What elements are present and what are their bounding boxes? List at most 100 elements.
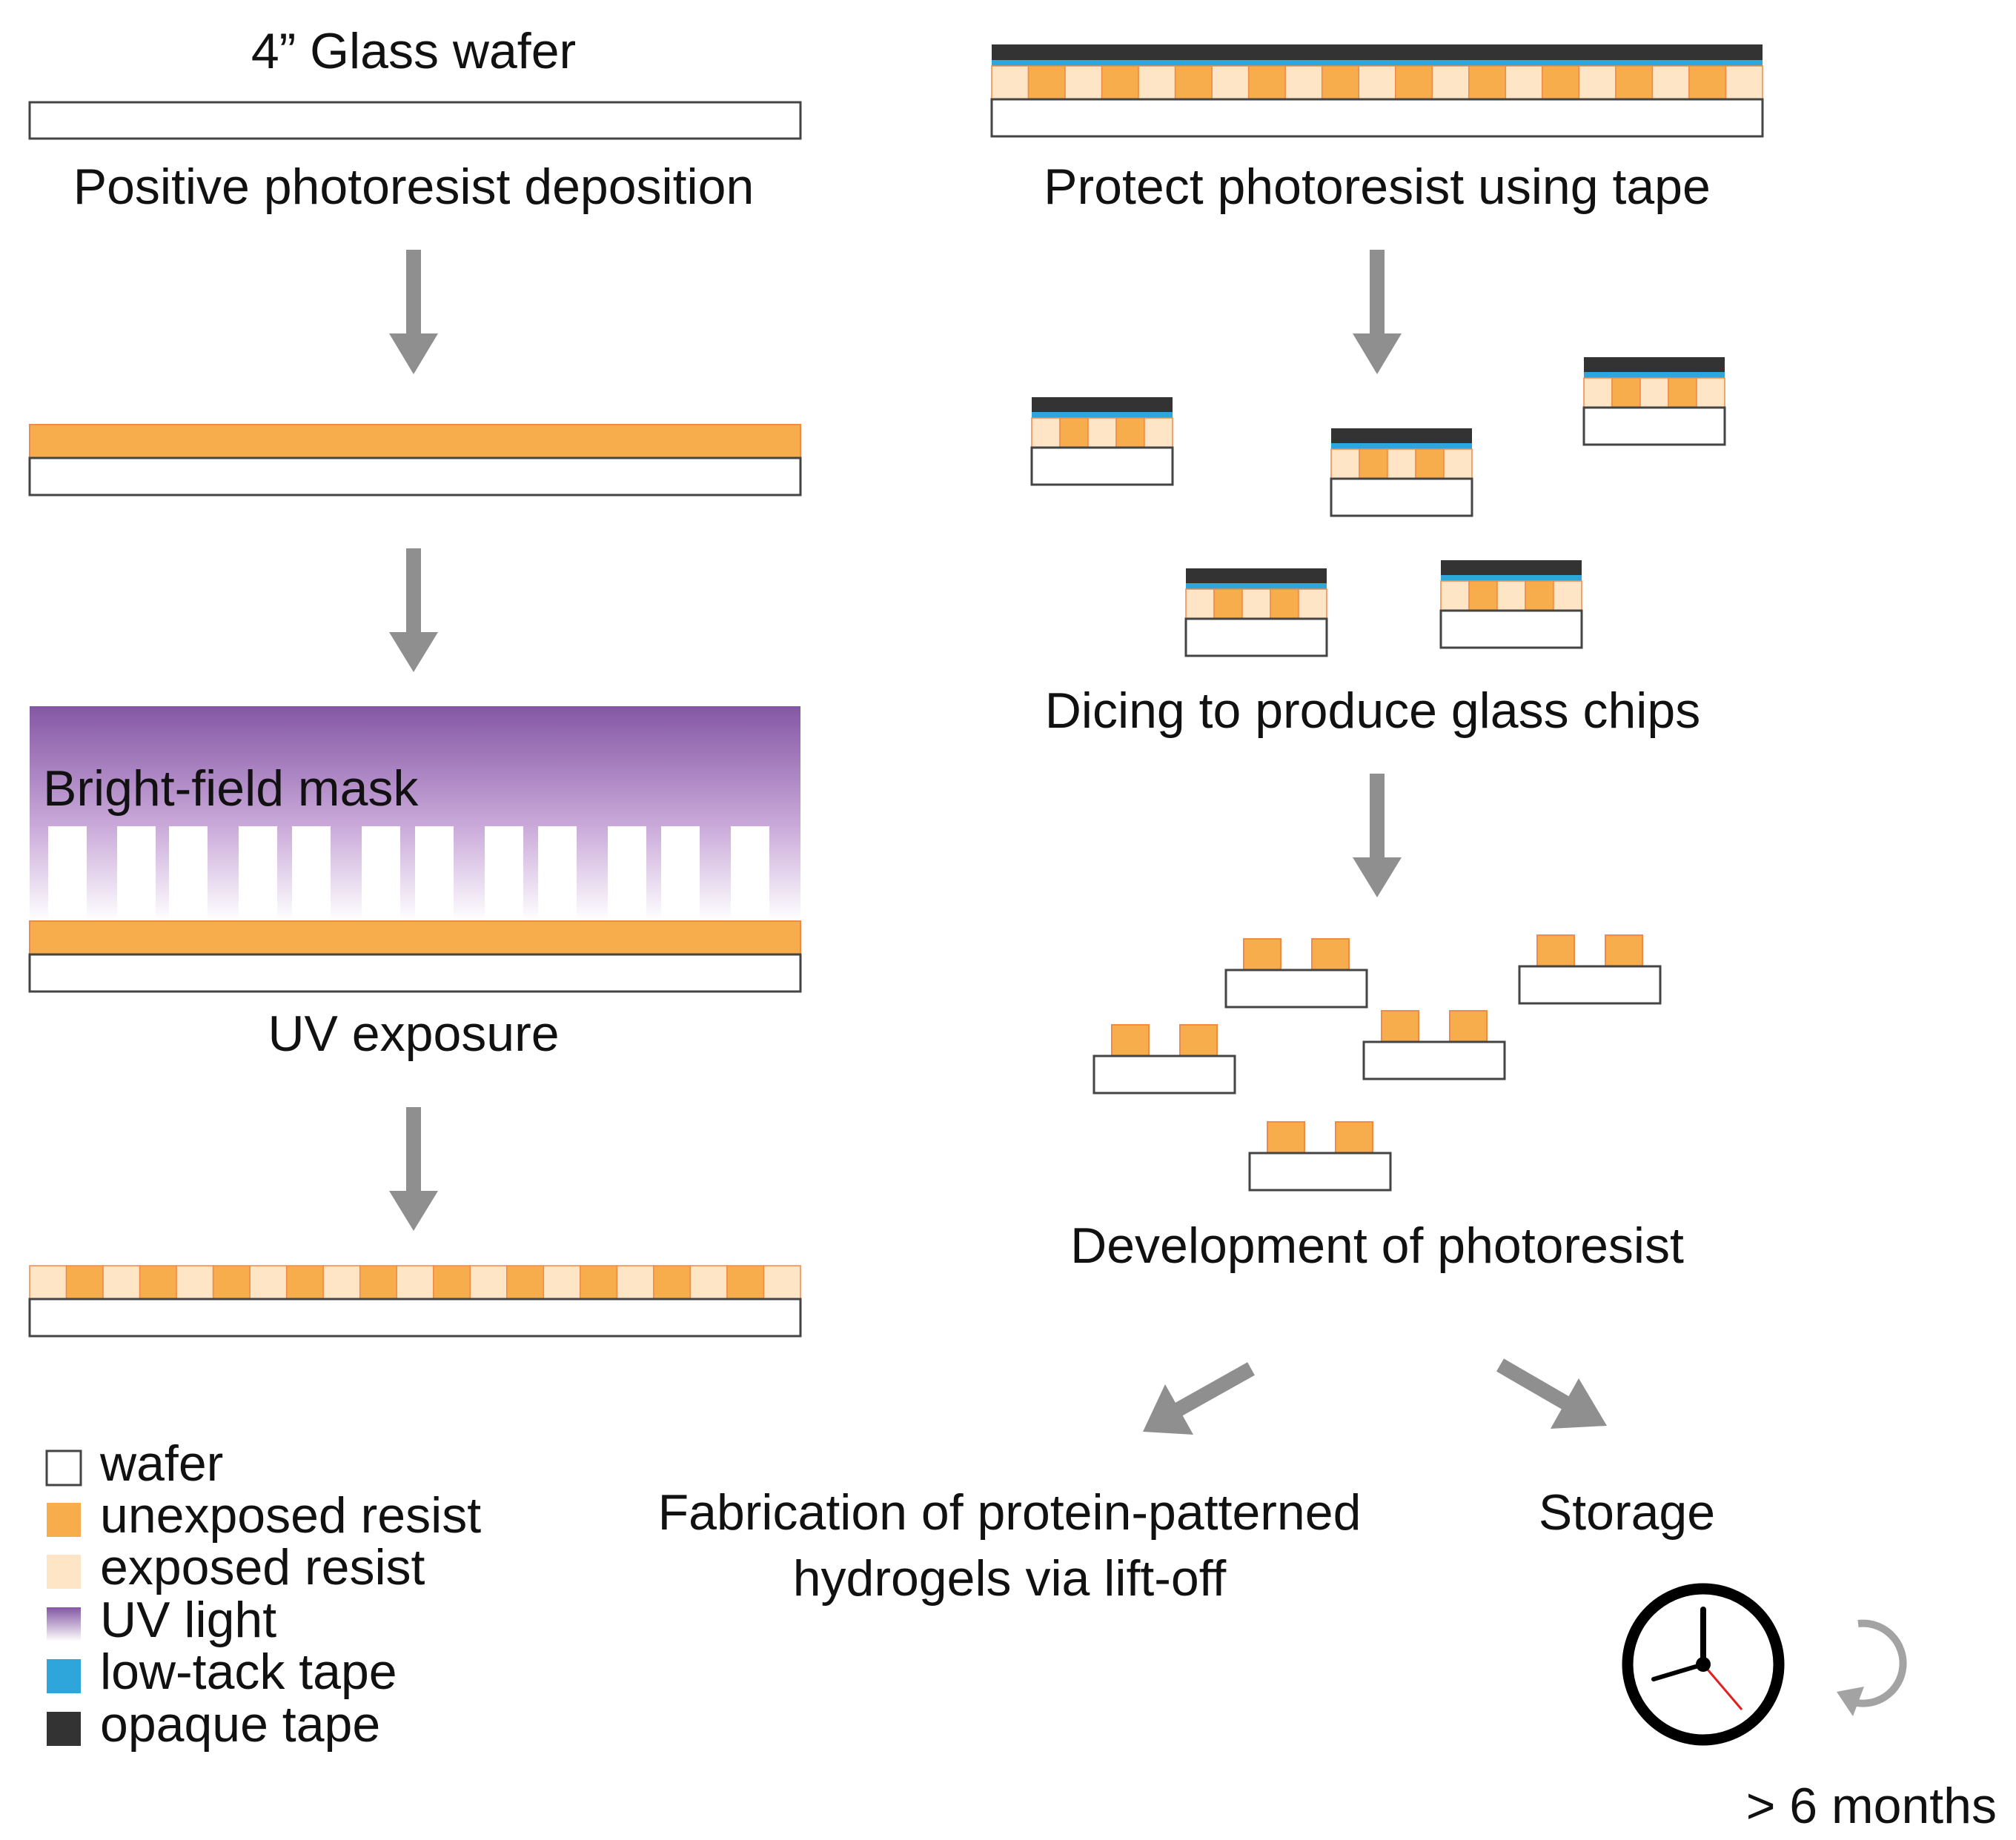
exposed-resist-segment bbox=[1211, 65, 1250, 100]
exposed-resist-segment bbox=[543, 1265, 581, 1300]
unexposed-resist-segment bbox=[359, 1265, 397, 1300]
exposed-resist-segment bbox=[1725, 65, 1763, 100]
legend-label: UV light bbox=[100, 1592, 276, 1648]
mask-slit bbox=[731, 826, 769, 917]
exposed-resist-segment bbox=[1387, 448, 1416, 479]
resist-feature bbox=[1449, 1010, 1488, 1043]
down-arrow-icon bbox=[1353, 250, 1402, 374]
wafer bbox=[28, 953, 802, 993]
protect-label: Protect photoresist using tape bbox=[1044, 159, 1711, 215]
clock-icon bbox=[1622, 1583, 1785, 1746]
unexposed-resist-segment bbox=[1115, 417, 1145, 448]
mask-slit bbox=[362, 826, 400, 917]
down-arrow-icon bbox=[389, 548, 438, 672]
bright-field-mask bbox=[48, 826, 769, 917]
mask-label: Bright-field mask bbox=[43, 760, 419, 817]
chip-wafer bbox=[1439, 609, 1583, 649]
unexposed-resist-segment bbox=[1213, 588, 1243, 620]
unexposed-resist-segment bbox=[1468, 580, 1498, 611]
fabrication-label-line2: hydrogels via lift-off bbox=[793, 1550, 1227, 1607]
photoresist-deposition-label: Positive photoresist deposition bbox=[73, 159, 755, 215]
unexposed-resist-segment bbox=[1688, 65, 1727, 100]
dicing-label: Dicing to produce glass chips bbox=[1045, 682, 1700, 739]
resist-feature bbox=[1335, 1121, 1373, 1154]
unexposed-resist-segment bbox=[1611, 377, 1641, 408]
exposed-resist-segment bbox=[1696, 377, 1725, 408]
low-tack-tape bbox=[1186, 583, 1327, 589]
down-arrow-icon bbox=[389, 1107, 438, 1231]
exposed-resist-segment bbox=[1031, 417, 1061, 448]
mask-slit bbox=[661, 826, 700, 917]
unexposed-resist-segment bbox=[1468, 65, 1507, 100]
exposed-resist-segment bbox=[1087, 417, 1117, 448]
unexposed-resist-segment bbox=[1542, 65, 1580, 100]
unexposed-resist-segment bbox=[1027, 65, 1066, 100]
chip-wafer bbox=[1248, 1152, 1392, 1192]
exposed-resist-segment bbox=[1431, 65, 1470, 100]
exposed-resist-segment bbox=[1496, 580, 1526, 611]
mask-slit bbox=[415, 826, 454, 917]
unexposed-resist-segment bbox=[1321, 65, 1359, 100]
down-arrow-icon bbox=[389, 250, 438, 374]
legend-label: unexposed resist bbox=[100, 1487, 481, 1544]
low-tack-tape bbox=[1441, 575, 1582, 581]
storage-label: Storage bbox=[1539, 1484, 1715, 1541]
chip-wafer bbox=[1224, 969, 1368, 1009]
legend-label: low-tack tape bbox=[100, 1644, 397, 1700]
mask-slit bbox=[538, 826, 577, 917]
mask-slit bbox=[169, 826, 208, 917]
exposed-resist-segment bbox=[29, 1265, 67, 1300]
chip-wafer bbox=[1582, 406, 1726, 446]
unexposed-resist-segment bbox=[285, 1265, 324, 1300]
low-tack-tape bbox=[992, 60, 1763, 66]
opaque-tape bbox=[992, 44, 1763, 60]
exposed-resist-segment bbox=[1298, 588, 1327, 620]
unexposed-resist-segment bbox=[1359, 448, 1388, 479]
mask-slit bbox=[239, 826, 277, 917]
unexposed-resist-segment bbox=[1415, 448, 1445, 479]
exposed-resist-segment bbox=[1358, 65, 1396, 100]
unexposed-resist-segment bbox=[506, 1265, 545, 1300]
chip-wafer bbox=[1184, 617, 1328, 657]
chip-wafer bbox=[1092, 1054, 1236, 1095]
exposed-resist-segment bbox=[1505, 65, 1543, 100]
exposed-resist-segment bbox=[1241, 588, 1271, 620]
unexposed-resist-segment bbox=[1247, 65, 1286, 100]
exposed-resist-segment bbox=[1443, 448, 1473, 479]
arrow-to-fabrication-icon bbox=[1143, 1362, 1255, 1435]
legend-swatch bbox=[47, 1712, 81, 1746]
low-tack-tape bbox=[1032, 412, 1173, 418]
exposed-resist-segment bbox=[689, 1265, 728, 1300]
development-label: Development of photoresist bbox=[1070, 1218, 1684, 1274]
unexposed-resist-segment bbox=[1059, 417, 1089, 448]
mask-slit bbox=[485, 826, 523, 917]
refresh-icon bbox=[1837, 1619, 1907, 1716]
exposed-resist-segment bbox=[1651, 65, 1690, 100]
chip-wafer bbox=[1030, 446, 1174, 486]
legend-swatch bbox=[47, 1555, 81, 1589]
exposed-resist-segment bbox=[1553, 580, 1582, 611]
legend-swatch bbox=[45, 1449, 82, 1487]
resist-feature bbox=[1267, 1121, 1305, 1154]
opaque-tape bbox=[1584, 357, 1725, 372]
unexposed-resist-segment bbox=[212, 1265, 251, 1300]
chip-wafer bbox=[1330, 477, 1473, 517]
exposed-resist-segment bbox=[1138, 65, 1176, 100]
exposed-resist-segment bbox=[1064, 65, 1103, 100]
resist-feature bbox=[1179, 1024, 1218, 1057]
exposed-resist-segment bbox=[1440, 580, 1470, 611]
mask-slit bbox=[48, 826, 87, 917]
unexposed-resist-segment bbox=[726, 1265, 765, 1300]
chip-wafer bbox=[1518, 965, 1662, 1005]
exposed-resist-segment bbox=[1330, 448, 1360, 479]
exposed-resist-segment bbox=[616, 1265, 654, 1300]
opaque-tape bbox=[1441, 560, 1582, 575]
legend-swatch bbox=[47, 1503, 81, 1537]
wafer bbox=[28, 456, 802, 496]
exposed-resist-segment bbox=[991, 65, 1029, 100]
exposed-resist-segment bbox=[176, 1265, 214, 1300]
unexposed-resist-segment bbox=[1668, 377, 1697, 408]
exposed-resist-segment bbox=[249, 1265, 288, 1300]
unexposed-resist-segment bbox=[65, 1265, 104, 1300]
